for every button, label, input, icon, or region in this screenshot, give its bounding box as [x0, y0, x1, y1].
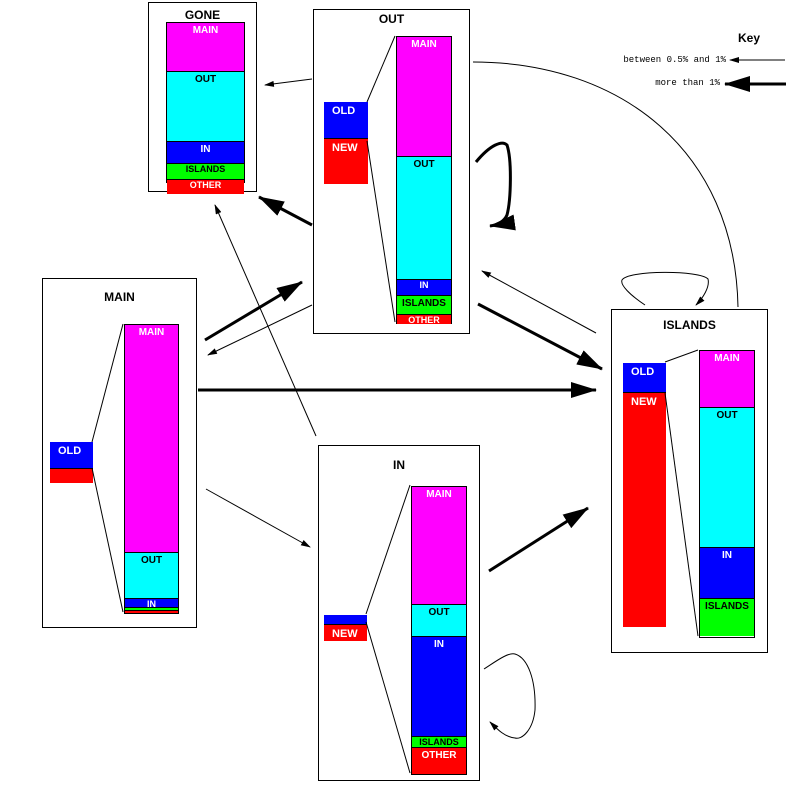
segment-old	[324, 615, 367, 624]
segment-other: OTHER	[167, 180, 244, 194]
segment-in: IN	[397, 280, 451, 296]
segment-other: OTHER	[397, 315, 451, 324]
segment-main: MAIN	[167, 23, 244, 72]
flow-islands-self-loop	[621, 271, 709, 306]
segment-main: MAIN	[412, 487, 466, 605]
segment-islands: ISLANDS	[397, 296, 451, 315]
segment-islands: ISLANDS	[412, 737, 466, 748]
node-title: IN	[393, 458, 405, 472]
segment-out: OUT	[397, 157, 451, 280]
flow-in-to-gone	[214, 204, 317, 437]
key-title: Key	[738, 31, 761, 45]
flow-out-to-main	[207, 304, 313, 356]
segment-main: MAIN	[397, 37, 451, 157]
segment-out: OUT	[167, 72, 244, 142]
segment-other	[125, 611, 178, 613]
segment-other: OTHER	[412, 748, 466, 774]
segment-out: OUT	[125, 553, 178, 599]
segment-out: OUT	[700, 408, 754, 548]
segment-in: IN	[412, 637, 466, 737]
segment-new: NEW	[324, 138, 368, 184]
old-new-bar: OLD	[50, 442, 93, 483]
flow-main-to-in	[205, 488, 311, 548]
flow-islands-to-out-arc	[472, 61, 739, 308]
old-new-bar: NEW	[324, 615, 367, 641]
segment-out: OUT	[412, 605, 466, 637]
segment-new: NEW	[324, 624, 367, 641]
key-label-thin: between 0.5% and 1%	[623, 55, 726, 65]
node-title: OUT	[378, 12, 405, 26]
segment-islands	[125, 608, 178, 611]
segment-islands: ISLANDS	[167, 164, 244, 180]
flow-out-to-islands	[477, 302, 603, 371]
flow-in-self-loop	[483, 653, 536, 739]
node-title: GONE	[184, 8, 221, 22]
segment-old: OLD	[50, 442, 93, 468]
segment-in: IN	[125, 599, 178, 608]
flow-out-to-gone-thin	[264, 78, 313, 87]
segment-new: NEW	[623, 392, 666, 627]
node-title: MAIN	[104, 290, 135, 304]
flow-islands-to-out	[481, 270, 597, 334]
flow-out-self-loop	[474, 141, 516, 231]
flow-main-to-out	[204, 280, 303, 342]
flow-in-to-islands	[488, 506, 589, 573]
node-title: ISLANDS	[663, 318, 716, 332]
segment-new	[50, 468, 93, 483]
segment-main: MAIN	[125, 325, 178, 553]
flow-out-to-gone-thick	[258, 195, 313, 227]
segment-in: IN	[700, 548, 754, 599]
segment-islands: ISLANDS	[700, 599, 754, 636]
segment-in: IN	[167, 142, 244, 164]
segment-old: OLD	[623, 363, 666, 392]
segment-main: MAIN	[700, 351, 754, 408]
segment-old: OLD	[324, 102, 368, 138]
key-label-thick: more than 1%	[655, 78, 720, 88]
